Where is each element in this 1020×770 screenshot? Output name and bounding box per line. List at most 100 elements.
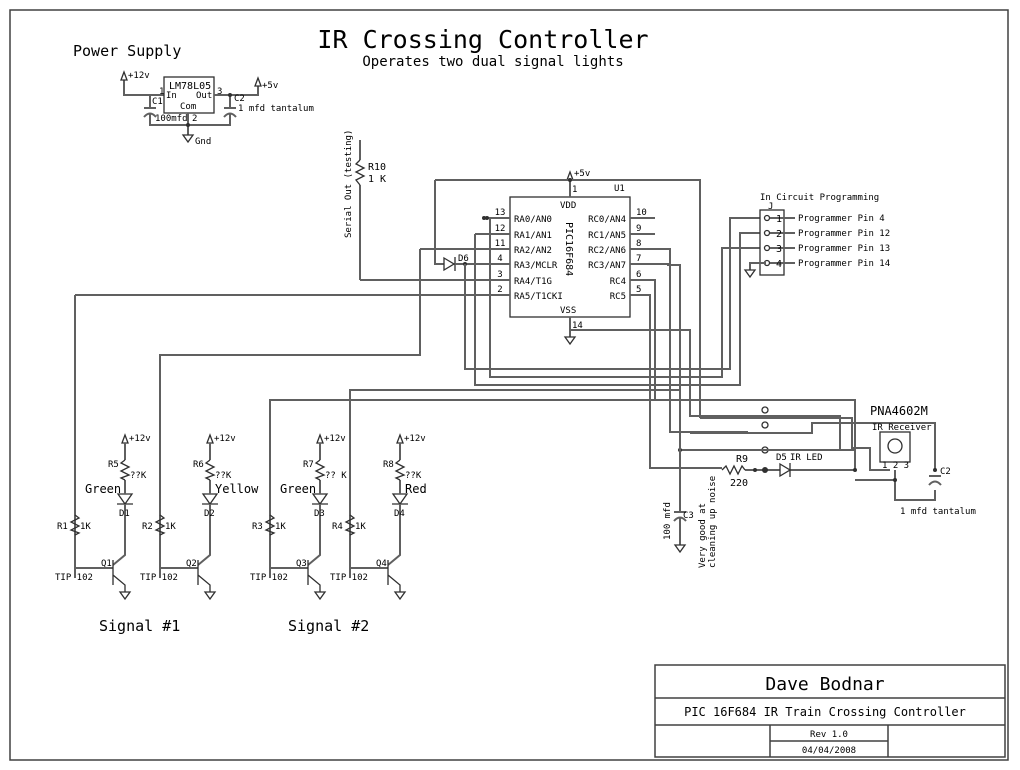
revision: Rev 1.0 xyxy=(810,730,848,740)
base-resistor-value: 1K xyxy=(165,522,176,532)
mcu-u1: VDD VSS U1 PIC16F684 +5v 1 14 13RA0/AN01… xyxy=(490,169,655,346)
resistor-icon xyxy=(204,459,216,481)
base-resistor-label: R2 xyxy=(142,522,153,532)
gnd-label: Gnd xyxy=(195,137,211,147)
pin1-label: 1 xyxy=(159,87,164,97)
icp-pin-label: Programmer Pin 14 xyxy=(798,259,890,269)
serial-out-label: Serial Out (testing) xyxy=(344,130,354,238)
mcu-pin-number: 9 xyxy=(636,224,641,234)
mcu-pin-name: RA1/AN1 xyxy=(514,231,552,241)
icp-pin-contact xyxy=(763,244,771,252)
c3-note-1: Very good at xyxy=(698,503,708,568)
diode-label: D2 xyxy=(204,509,215,519)
pin-out-label: Out xyxy=(196,91,212,101)
signal-1-heading: Signal #1 xyxy=(99,617,180,635)
transistor-part: TIP 102 xyxy=(330,573,368,583)
led-color: Green xyxy=(280,482,316,496)
mcu-pin-name: RC2/AN6 xyxy=(588,246,626,256)
pin2-label: 2 xyxy=(192,114,197,124)
mcu-pin-number: 11 xyxy=(495,239,506,249)
icp-pin-label: Programmer Pin 13 xyxy=(798,244,890,254)
mcu-pin-number: 7 xyxy=(636,254,641,264)
led-resistor-label: R6 xyxy=(193,460,204,470)
transistor-icon xyxy=(197,560,211,592)
led-resistor-label: R8 xyxy=(383,460,394,470)
mcu-pin-number: 8 xyxy=(636,239,641,249)
led-resistor-label: R5 xyxy=(108,460,119,470)
resistor-icon xyxy=(344,514,356,536)
author: Dave Bodnar xyxy=(765,674,884,695)
supply-label: +12v xyxy=(214,434,236,444)
icp-pin-contact xyxy=(763,214,771,222)
base-resistor-label: R4 xyxy=(332,522,343,532)
transistor-label: Q2 xyxy=(186,559,197,569)
mcu-part: PIC16F684 xyxy=(563,222,574,276)
vcc-arrow-icon xyxy=(316,433,324,444)
resistor-icon xyxy=(119,459,131,481)
mcu-pin-name: RA0/AN0 xyxy=(514,215,552,225)
mcu-pin-number: 4 xyxy=(497,254,502,264)
mcu-pin-name: RC4 xyxy=(610,277,626,287)
icp-pin-label: Programmer Pin 12 xyxy=(798,229,890,239)
ir-part: PNA4602M xyxy=(870,404,928,418)
supply-label: +12v xyxy=(404,434,426,444)
diode-label: D1 xyxy=(119,509,130,519)
led-resistor-value: ?? K xyxy=(325,471,347,481)
c1-label: C1 xyxy=(152,97,163,107)
led-resistor-value: ??K xyxy=(215,471,232,481)
transistor-icon xyxy=(387,560,401,592)
icp-pin-number: 1 xyxy=(776,214,782,225)
drawing-description: PIC 16F684 IR Train Crossing Controller xyxy=(684,705,966,719)
base-resistor-label: R1 xyxy=(57,522,68,532)
resistor-icon xyxy=(264,514,276,536)
ground-icon xyxy=(181,134,195,144)
base-resistor-value: 1K xyxy=(355,522,366,532)
schematic-subtitle: Operates two dual signal lights xyxy=(362,54,623,70)
supply-label: +12v xyxy=(324,434,346,444)
transistor-label: Q4 xyxy=(376,559,387,569)
regulator-part: LM78L05 xyxy=(169,81,211,92)
r9-value: 220 xyxy=(730,478,748,489)
icp-heading: In Circuit Programming xyxy=(760,193,879,203)
vss-label: VSS xyxy=(560,306,576,316)
transistor-icon xyxy=(307,560,321,592)
ir-receiver-lens-icon xyxy=(887,438,903,454)
c2-value: 1 mfd tantalum xyxy=(238,104,314,114)
transistor-label: Q1 xyxy=(101,559,112,569)
icp-pin-label: Programmer Pin 4 xyxy=(798,214,885,224)
led-resistor-value: ??K xyxy=(130,471,147,481)
resistor-icon xyxy=(69,514,81,536)
led-resistor-value: ??K xyxy=(405,471,422,481)
signal-2-heading: Signal #2 xyxy=(288,617,369,635)
led-resistor-label: R7 xyxy=(303,460,314,470)
vss-ground-icon xyxy=(563,336,577,346)
ir-led-icon xyxy=(779,462,792,478)
wires: D6 xyxy=(74,178,841,578)
icp-pin-number: 2 xyxy=(776,229,782,240)
mcu-pin-name: RA2/AN2 xyxy=(514,246,552,256)
ground-icon xyxy=(203,591,217,601)
mcu-pin-number: 12 xyxy=(495,224,506,234)
vcc-arrow-icon xyxy=(120,70,128,81)
mcu-pin-number: 13 xyxy=(495,208,506,218)
vdd-label: VDD xyxy=(560,201,576,211)
mcu-pin-name: RA5/T1CKI xyxy=(514,292,563,302)
diode-label: D3 xyxy=(314,509,325,519)
ground-icon xyxy=(313,591,327,601)
resistor-icon xyxy=(394,459,406,481)
r10-value: 1 K xyxy=(368,174,386,185)
c3-label: C3 xyxy=(683,511,694,521)
vss-pin-num: 14 xyxy=(572,321,583,331)
title-block: Dave Bodnar PIC 16F684 IR Train Crossing… xyxy=(654,664,1006,758)
transistor-part: TIP 102 xyxy=(250,573,288,583)
icp-connector xyxy=(759,209,785,276)
vdd-pin-num: 1 xyxy=(572,185,577,195)
vcc-arrow-icon xyxy=(396,433,404,444)
supply-label: +12v xyxy=(129,434,151,444)
c3-ground-icon xyxy=(673,544,687,554)
icp-pin-number: 4 xyxy=(776,259,782,270)
